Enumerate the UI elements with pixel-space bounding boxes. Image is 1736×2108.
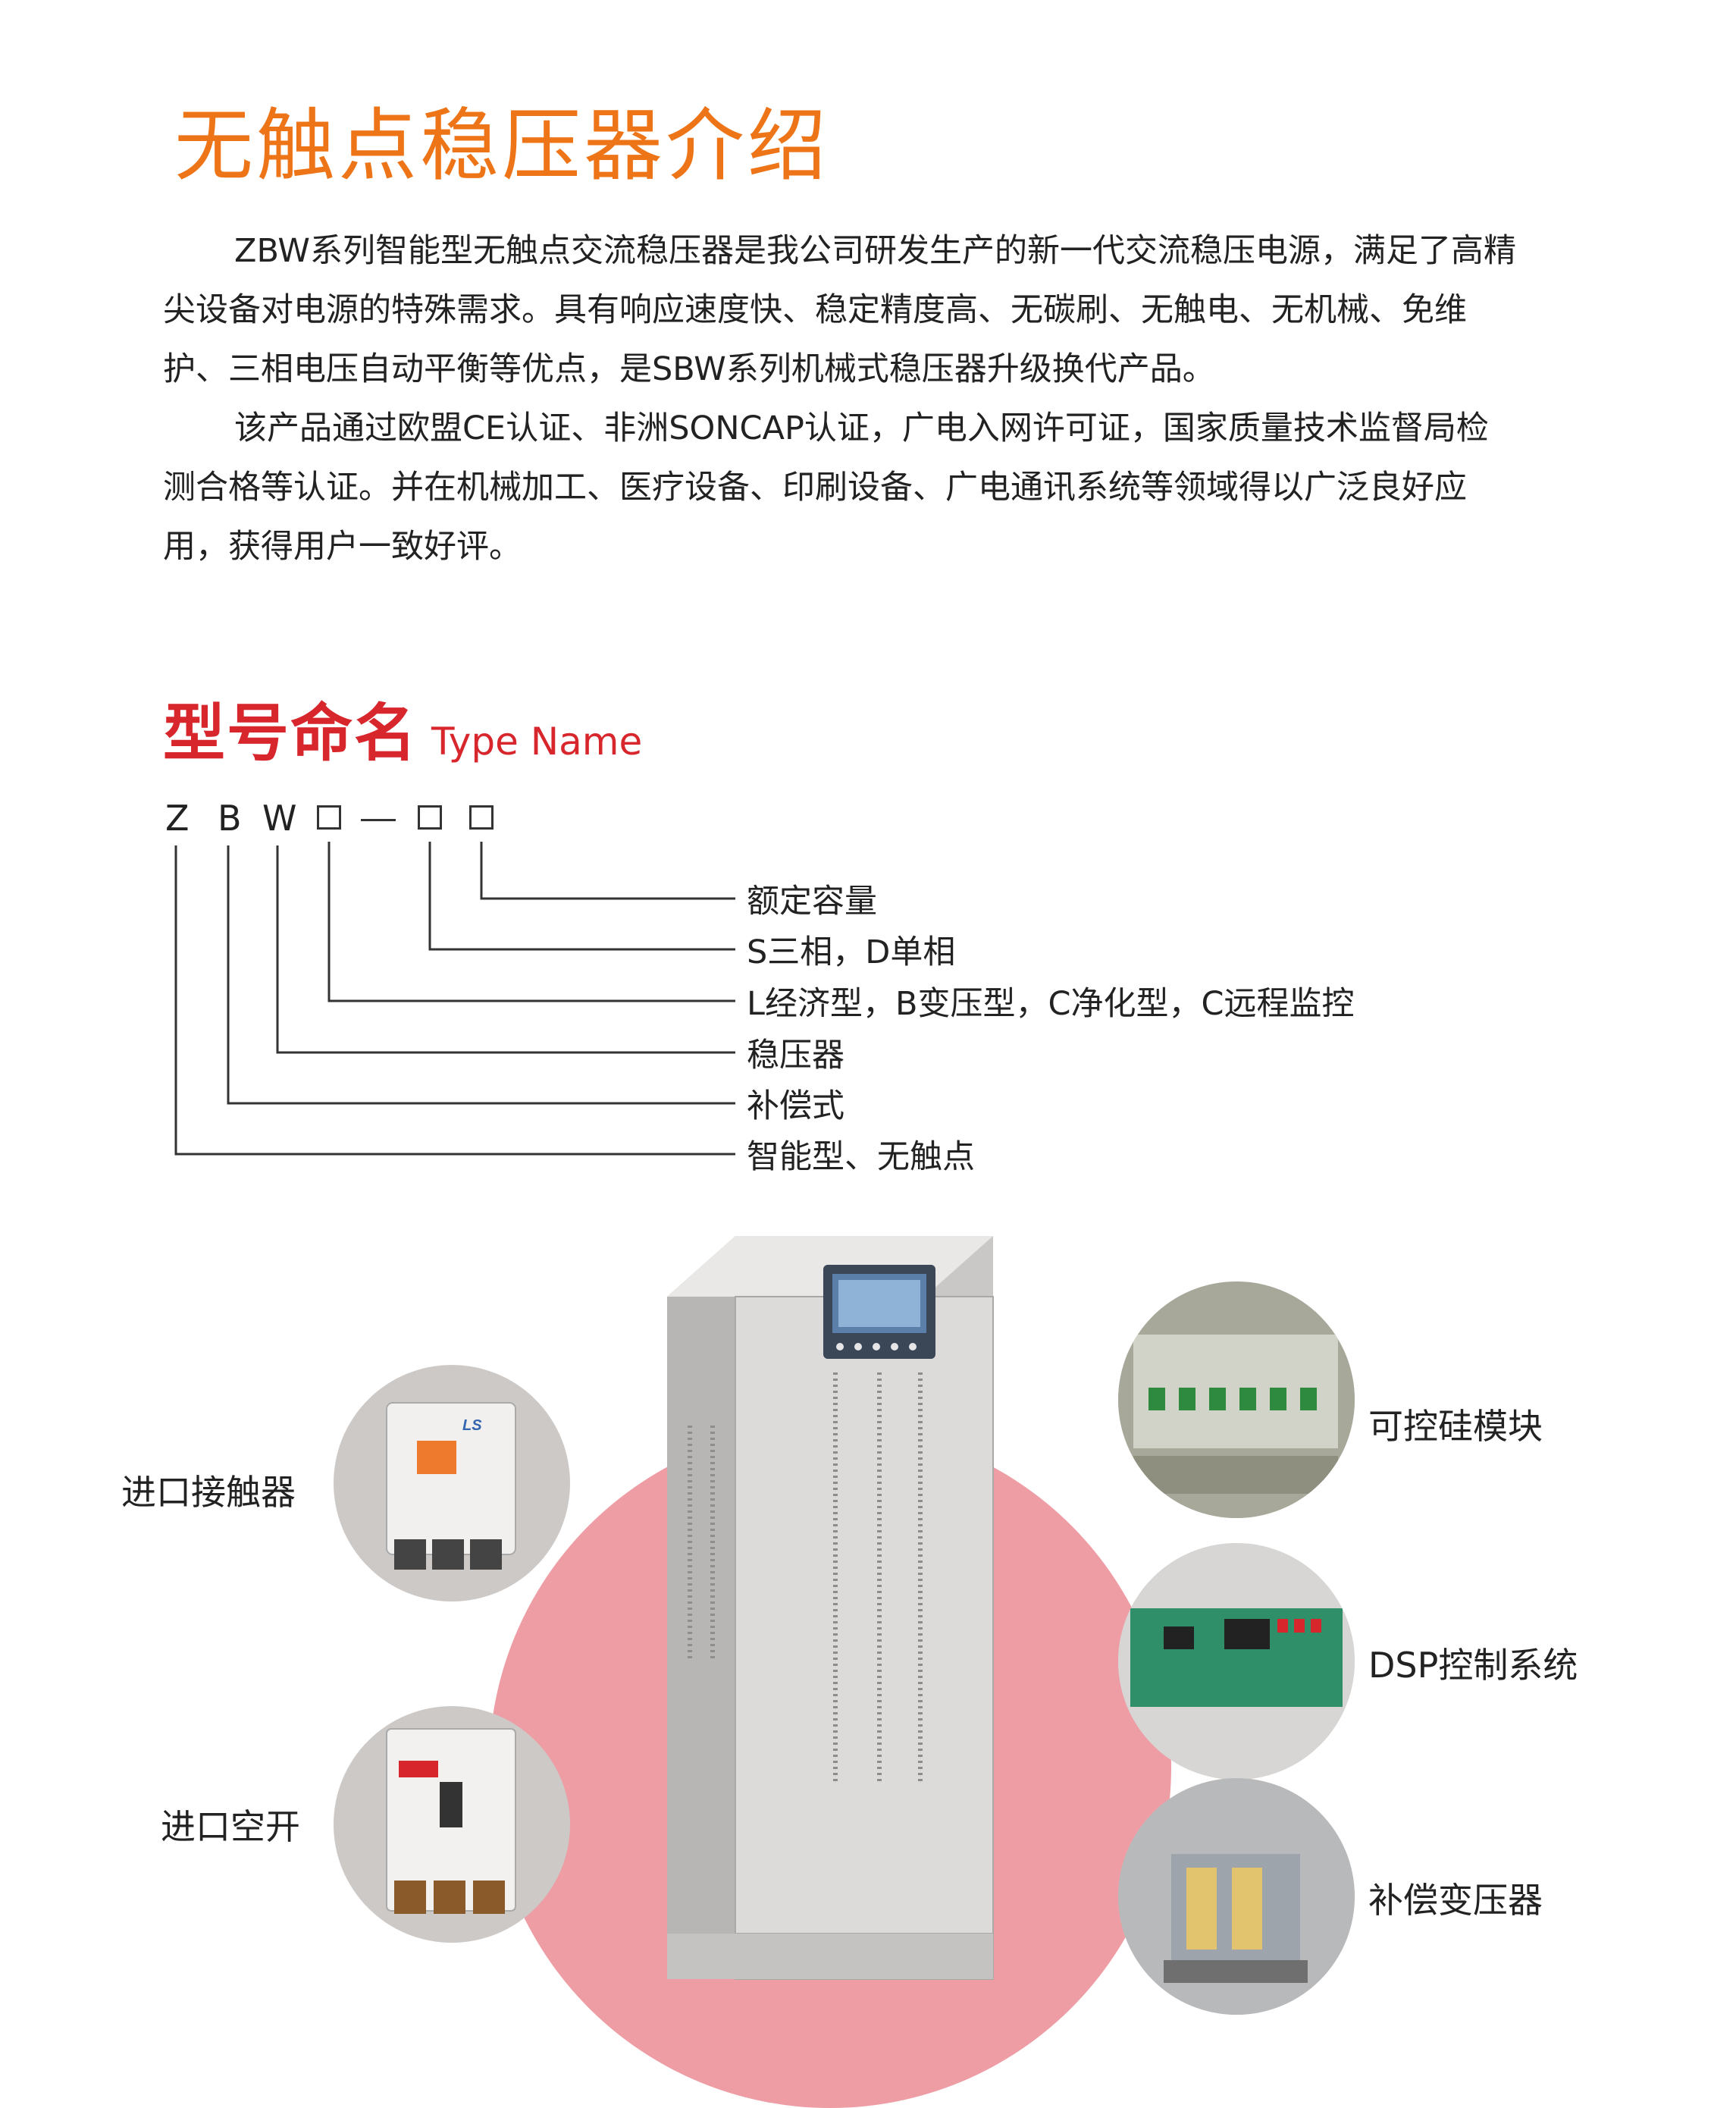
breaker-image: [386, 1728, 516, 1914]
label-transformer: 补偿变压器: [1368, 1880, 1543, 1921]
type-name-title-cn: 型号命名: [163, 698, 418, 770]
label-dsp: DSP控制系统: [1368, 1645, 1578, 1686]
code-dash: [361, 819, 396, 821]
tree-line-capacity: [480, 842, 735, 900]
label-phase: S三相，D单相: [747, 933, 956, 971]
code-letter-z: Z: [165, 798, 190, 839]
regulator-cabinet-image: [667, 1236, 994, 1980]
tree-line-regulator: [276, 845, 735, 1054]
contactor-image: LS: [386, 1402, 516, 1570]
label-capacity: 额定容量: [747, 883, 877, 921]
page-title: 无触点稳压器介绍: [174, 99, 830, 192]
intro-paragraph-2: 该产品通过欧盟CE认证、非洲SONCAP认证，广电入网许可证，国家质量技术监督局…: [163, 409, 1489, 566]
scr-module-image: [1118, 1281, 1355, 1518]
code-letter-w: W: [262, 798, 297, 839]
code-box-phase: [418, 805, 442, 830]
tree-line-phase: [428, 842, 735, 951]
type-name-heading: 型号命名 Type Name: [163, 682, 642, 773]
label-compensation: 补偿式: [747, 1087, 844, 1125]
dsp-board-thumbnail: [1118, 1543, 1355, 1780]
label-smart: 智能型、无触点: [747, 1138, 975, 1176]
code-letter-b: B: [218, 798, 242, 839]
naming-tree-lines: [174, 842, 735, 1156]
label-regulator: 稳压器: [747, 1037, 844, 1074]
tree-line-type: [327, 842, 735, 1002]
dsp-board-image: [1118, 1543, 1355, 1780]
transformer-thumbnail: [1118, 1778, 1355, 2015]
scr-module-thumbnail: [1118, 1281, 1355, 1518]
code-box-capacity: [469, 805, 494, 830]
contactor-thumbnail: LS: [334, 1365, 570, 1601]
intro-paragraph-1: ZBW系列智能型无触点交流稳压器是我公司研发生产的新一代交流稳压电源，满足了高精…: [163, 232, 1516, 388]
tree-line-smart: [174, 845, 735, 1156]
type-name-title-en: Type Name: [431, 720, 643, 764]
label-contactor: 进口接触器: [121, 1472, 296, 1513]
intro-text: ZBW系列智能型无触点交流稳压器是我公司研发生产的新一代交流稳压电源，满足了高精…: [163, 221, 1520, 576]
breaker-thumbnail: [334, 1706, 570, 1943]
label-type: L经济型，B变压型，C净化型，C远程监控: [747, 985, 1355, 1023]
label-scr-module: 可控硅模块: [1368, 1406, 1543, 1447]
code-box-type: [317, 805, 341, 830]
label-breaker: 进口空开: [161, 1806, 300, 1847]
contactor-brand-text: LS: [462, 1417, 482, 1434]
tree-line-compensation: [227, 845, 735, 1105]
transformer-image: [1118, 1778, 1355, 2015]
